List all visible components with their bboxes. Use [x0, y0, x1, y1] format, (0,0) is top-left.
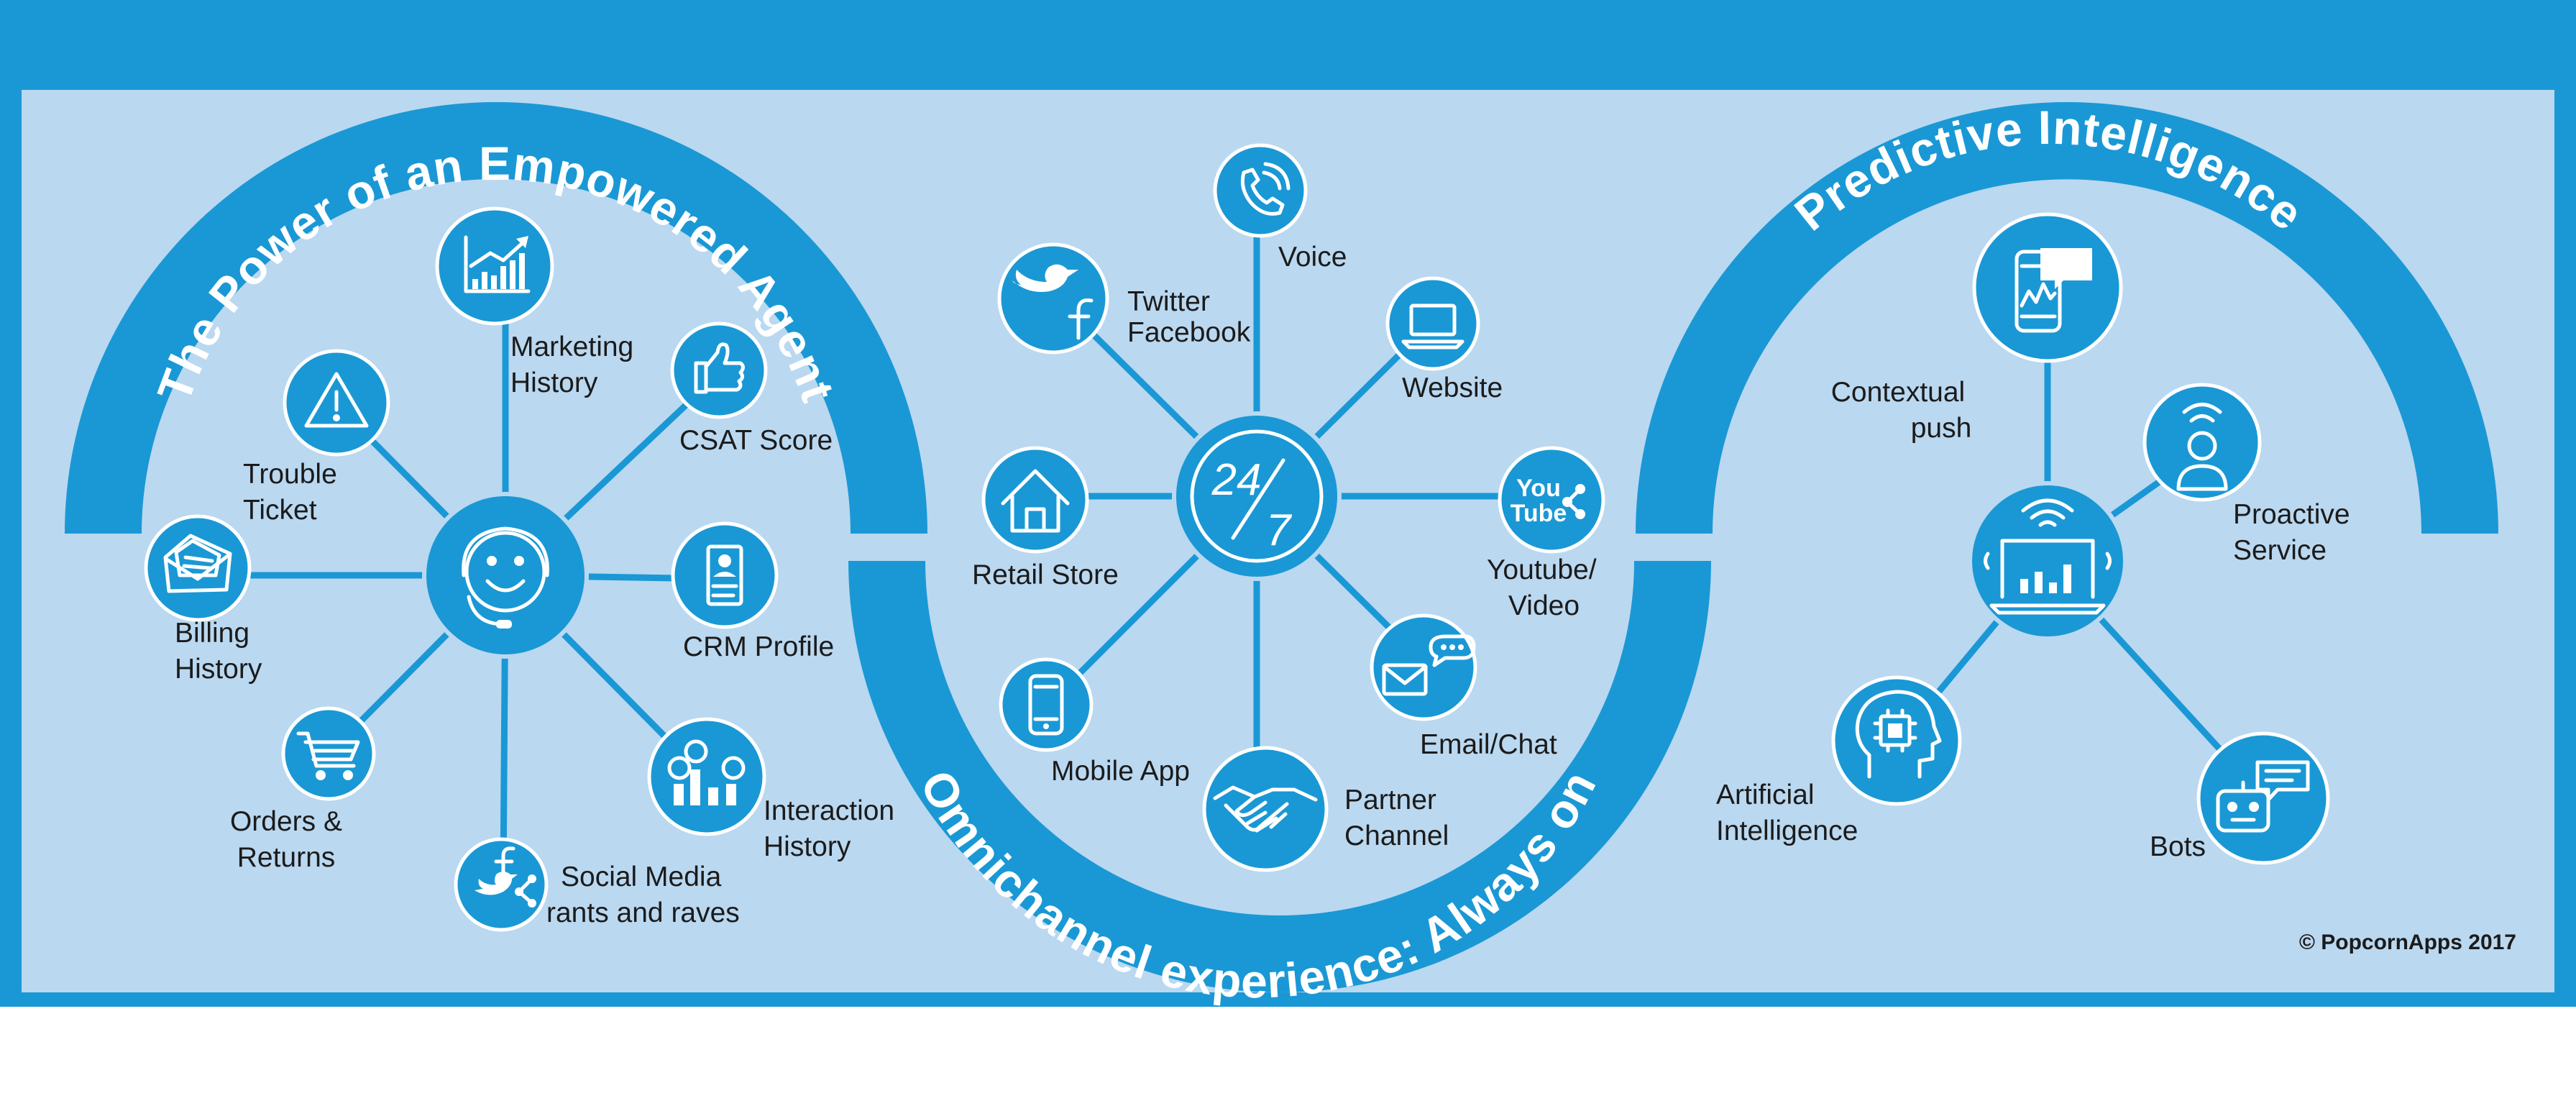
center-hub-group: 24 7 Voice Website You [972, 143, 1605, 872]
laptop-icon [1401, 303, 1465, 349]
youtube-glyph-tube: Tube [1511, 500, 1567, 527]
mobile-app-label: Mobile App [1051, 756, 1190, 787]
left-node-billing-history [144, 514, 252, 622]
left-node-crm-profile [671, 521, 779, 629]
left-node-social-media [454, 837, 549, 932]
left-node-orders-returns [281, 706, 376, 801]
right-node-proactive-service [2142, 383, 2262, 502]
left-node-interaction-history [647, 717, 766, 836]
center-24-text: 24 [1211, 455, 1262, 505]
left-arc-band [65, 102, 927, 534]
email-chat-label: Email/Chat [1420, 729, 1557, 760]
bottom-arc-band [848, 561, 1711, 992]
center-node-partner-channel [1202, 746, 1329, 872]
center-node-retail-store [981, 446, 1089, 554]
house-icon [1001, 469, 1070, 533]
left-node-trouble-ticket [283, 349, 390, 457]
facebook-twitter-share-icon [475, 846, 536, 908]
headset-smiley-icon [462, 526, 549, 629]
retail-store-label: Retail Store [972, 559, 1119, 590]
right-node-contextual-push [1972, 212, 2123, 363]
right-arc-band [1636, 102, 2498, 534]
agent-center-node [422, 492, 589, 659]
bots-label: Bots [2150, 831, 2206, 862]
warning-triangle-icon [304, 372, 369, 428]
shopping-cart-icon [296, 731, 360, 780]
growth-chart-icon [464, 235, 531, 293]
always-on-center-node: 24 7 [1172, 411, 1342, 581]
chatbot-icon [2216, 760, 2310, 833]
thumbs-up-icon [694, 342, 745, 394]
right-node-bots [2196, 731, 2330, 865]
crm-profile-label: CRM Profile [683, 631, 834, 662]
faces-bar-chart-icon [667, 739, 746, 805]
center-7-text: 7 [1266, 506, 1293, 555]
twitter-facebook-icon [1012, 264, 1094, 340]
phone-icon [1240, 162, 1291, 216]
center-node-mobile-app [999, 657, 1094, 752]
center-node-voice [1213, 143, 1308, 238]
voice-label: Voice [1278, 242, 1347, 273]
center-node-website [1385, 276, 1480, 371]
broadcast-laptop-chart-icon [1984, 498, 2112, 615]
youtube-glyph-you: You [1516, 475, 1561, 502]
orders-returns-label: Orders &Returns [230, 806, 342, 873]
center-node-twitter-facebook [997, 242, 1109, 355]
website-label: Website [1402, 373, 1503, 403]
profile-document-icon [706, 544, 743, 606]
email-chat-icon [1382, 634, 1476, 696]
analytics-center-node [1968, 481, 2127, 641]
copyright-text: © PopcornApps 2017 [2299, 931, 2516, 954]
brain-chip-icon [1855, 690, 1942, 779]
youtube-label: Youtube/Video [1487, 554, 1597, 621]
left-node-marketing-history [435, 206, 554, 326]
youtube-icon: You Tube [1511, 475, 1585, 527]
center-node-email-chat [1370, 613, 1477, 721]
phone-message-icon [2014, 248, 2092, 333]
handshake-icon [1213, 785, 1318, 833]
left-node-csat-score [670, 321, 768, 419]
center-node-youtube: You Tube [1498, 446, 1605, 554]
csat-score-label: CSAT Score [679, 425, 833, 456]
right-node-artificial-intelligence [1831, 675, 1962, 806]
mobile-phone-icon [1028, 674, 1064, 736]
envelope-icon [163, 534, 232, 593]
person-signal-icon [2176, 403, 2228, 491]
